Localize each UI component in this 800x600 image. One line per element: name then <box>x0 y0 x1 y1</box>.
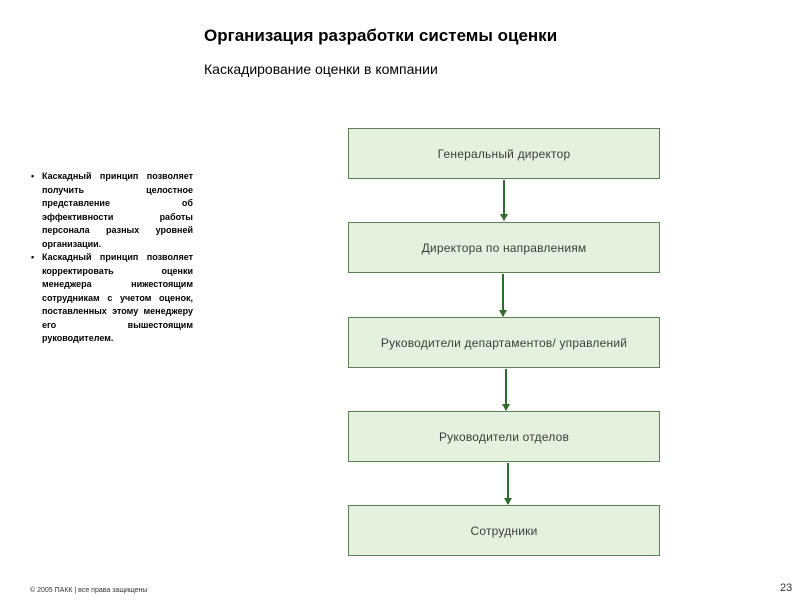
slide-subtitle: Каскадирование оценки в компании <box>204 61 438 77</box>
level-label: Руководители отделов <box>438 429 570 444</box>
bullet-item: • Каскадный принцип позволяет получить ц… <box>30 170 193 251</box>
level-box-employees: Сотрудники <box>348 505 660 556</box>
down-arrow-icon <box>504 463 512 505</box>
level-box-section-heads: Руководители отделов <box>348 411 660 462</box>
level-label: Директора по направлениям <box>421 240 587 255</box>
level-box-ceo: Генеральный директор <box>348 128 660 179</box>
bullet-text: Каскадный принцип позволяет получить цел… <box>42 171 193 249</box>
down-arrow-icon <box>500 180 508 221</box>
level-box-directors: Директора по направлениям <box>348 222 660 273</box>
slide-title: Организация разработки системы оценки <box>204 26 558 45</box>
bullet-list: • Каскадный принцип позволяет получить ц… <box>30 170 193 346</box>
level-box-department-heads: Руководители департаментов/ управлений <box>348 317 660 368</box>
bullet-dot-icon: • <box>31 171 35 181</box>
bullet-dot-icon: • <box>31 252 35 262</box>
down-arrow-icon <box>499 274 507 317</box>
footer-copyright: © 2005 ПАКК | все права защищены <box>30 587 148 594</box>
level-label: Руководители департаментов/ управлений <box>380 335 628 350</box>
level-label: Генеральный директор <box>437 146 571 161</box>
level-label: Сотрудники <box>470 523 538 538</box>
bullet-item: • Каскадный принцип позволяет корректиро… <box>30 251 193 346</box>
page-number: 23 <box>780 582 793 594</box>
bullet-text: Каскадный принцип позволяет корректирова… <box>42 252 193 343</box>
down-arrow-icon <box>502 369 510 411</box>
